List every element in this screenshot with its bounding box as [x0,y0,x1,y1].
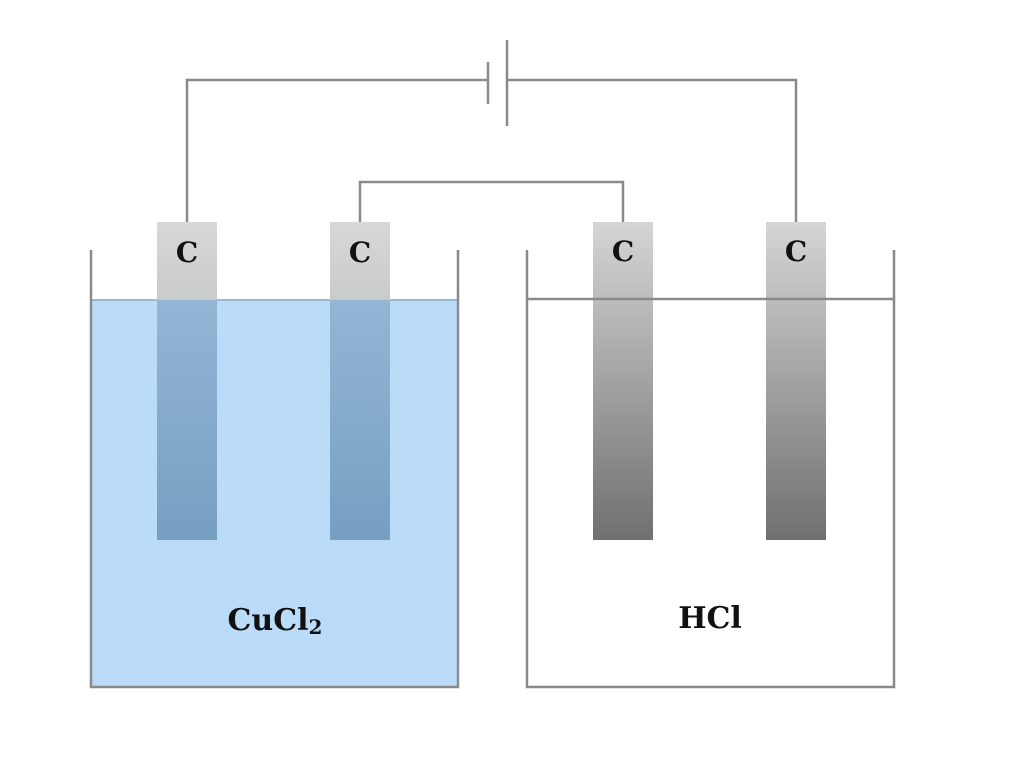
left-beaker [89,250,460,689]
left-electrode-2-submerged [330,300,390,540]
left-electrode-2-label: C [349,236,371,269]
wire-battery-to-right-electrode [507,78,798,222]
cucl2-label: CuCl2 [228,603,323,639]
wire-battery-to-left-electrode [185,78,488,222]
left-electrode-1-top [157,222,217,300]
right-electrode-2 [766,222,826,540]
left-cell: C C CuCl2 [89,222,460,689]
cucl2-subscript: 2 [309,615,323,639]
hcl-label: HCl [678,601,742,636]
cucl2-solution [91,300,458,687]
left-electrode-1-label: C [176,236,198,269]
right-electrode-2-label: C [785,235,807,268]
right-electrode-1-label: C [612,235,634,268]
right-beaker [525,250,896,689]
cucl2-formula: CuCl [228,603,309,638]
wire-cell-connector [358,180,625,222]
right-cell: C C HCl [525,222,896,689]
left-electrode-2-top [330,222,390,300]
right-electrode-1 [593,222,653,540]
battery [486,40,509,126]
left-electrode-1-submerged [157,300,217,540]
